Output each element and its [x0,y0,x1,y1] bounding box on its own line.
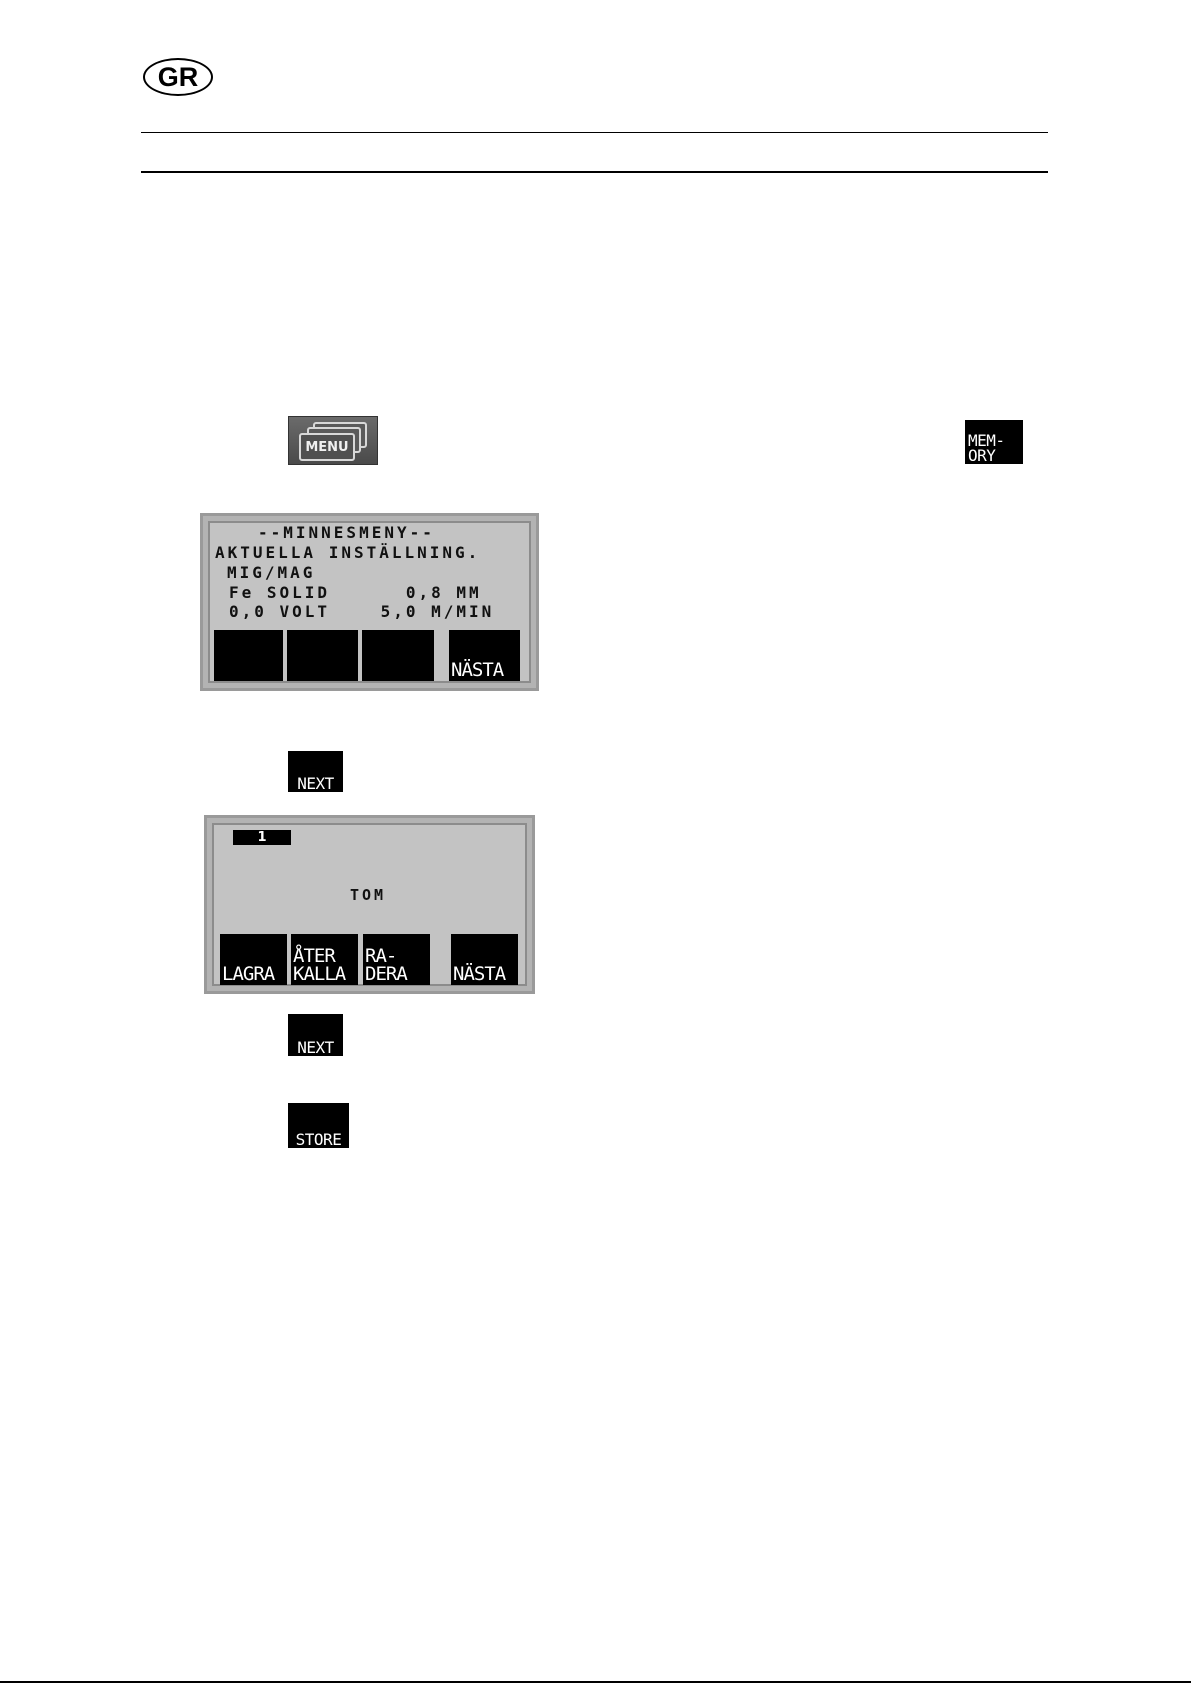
memory-key-line-2: ORY [968,448,995,463]
next-key[interactable]: NEXT [288,751,343,792]
delete-softkey[interactable]: RA- DERA [363,934,430,985]
recall-softkey-line-2: KALLA [293,965,345,983]
memory-key[interactable]: MEM- ORY [965,420,1023,464]
next-softkey[interactable]: NÄSTA [451,934,518,985]
screen-title: --MINNESMENY-- [258,523,435,542]
current-settings-line: AKTUELLA INSTÄLLNING. [215,543,480,562]
store-softkey-label: LAGRA [222,965,274,983]
header-rule-top [141,132,1048,133]
recall-softkey[interactable]: ÅTER KALLA [291,934,358,985]
store-key[interactable]: STORE [288,1103,349,1148]
softkey-3[interactable] [362,630,434,681]
next-key-2[interactable]: NEXT [288,1014,343,1056]
footer-rule [0,1681,1191,1683]
slot-status: TOM [350,886,386,904]
memory-menu-screen: --MINNESMENY-- AKTUELLA INSTÄLLNING. MIG… [200,513,539,691]
menu-button-icon[interactable]: MENU [288,416,378,465]
process-line: MIG/MAG [227,563,315,582]
memory-slot-screen: 1 TOM LAGRA ÅTER KALLA RA- DERA NÄSTA [204,815,535,994]
next-softkey-label: NÄSTA [453,965,505,983]
softkey-next[interactable]: NÄSTA [449,630,520,681]
wire-line: Fe SOLID 0,8 MM [229,583,482,602]
header-rule-bottom [141,171,1048,173]
menu-label: MENU [299,433,355,461]
softkey-1[interactable] [214,630,283,681]
next-key-label: NEXT [297,776,334,791]
country-badge: GR [143,58,213,96]
slot-number-badge: 1 [233,830,291,845]
voltage-speed-line: 0,0 VOLT 5,0 M/MIN [229,602,494,621]
store-softkey[interactable]: LAGRA [220,934,287,985]
next-key-2-label: NEXT [297,1040,334,1055]
store-key-label: STORE [296,1132,342,1147]
softkey-2[interactable] [287,630,358,681]
delete-softkey-line-2: DERA [365,965,407,983]
